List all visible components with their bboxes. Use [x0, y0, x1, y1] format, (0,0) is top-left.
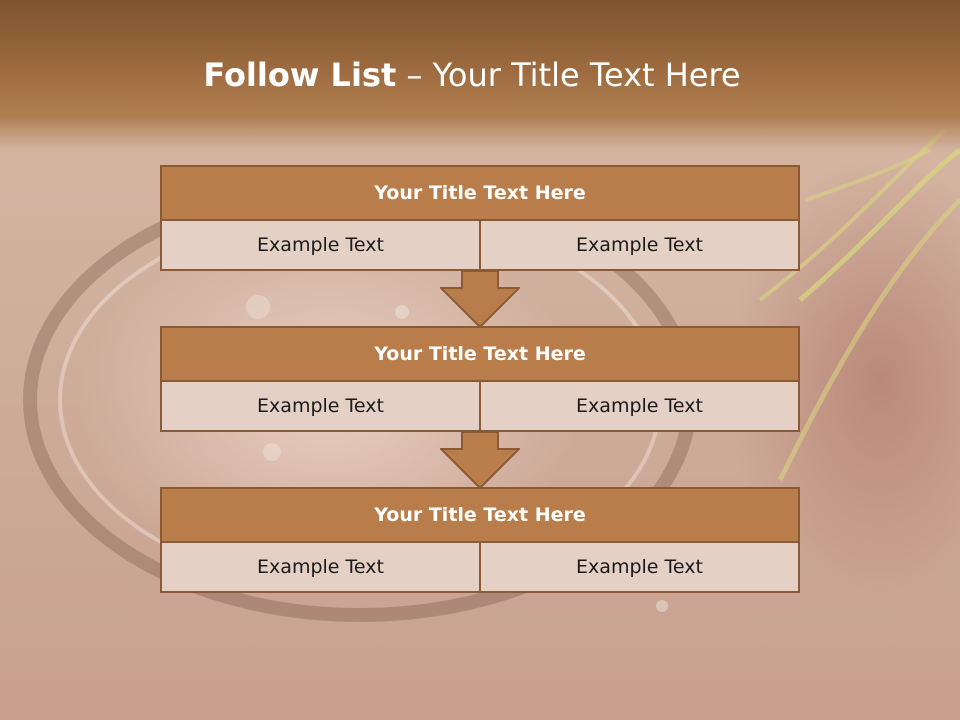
step-block-2: Your Title Text Here Example Text Exampl… [160, 326, 800, 432]
step-2-title: Your Title Text Here [160, 326, 800, 382]
step-3-row: Example Text Example Text [160, 543, 800, 593]
step-3-left-cell: Example Text [160, 543, 481, 593]
step-2-row: Example Text Example Text [160, 382, 800, 432]
step-1-left-cell: Example Text [160, 221, 481, 271]
step-block-1: Your Title Text Here Example Text Exampl… [160, 165, 800, 271]
header-band [0, 0, 960, 150]
title-bold-part: Follow List [203, 56, 397, 94]
title-rest-part: – Your Title Text Here [406, 56, 741, 94]
step-3-title: Your Title Text Here [160, 487, 800, 543]
step-1-title: Your Title Text Here [160, 165, 800, 221]
step-2-left-cell: Example Text [160, 382, 481, 432]
step-1-row: Example Text Example Text [160, 221, 800, 271]
step-3-right-cell: Example Text [481, 543, 800, 593]
down-arrow-icon [440, 270, 520, 328]
step-1-right-cell: Example Text [481, 221, 800, 271]
step-2-right-cell: Example Text [481, 382, 800, 432]
step-block-3: Your Title Text Here Example Text Exampl… [160, 487, 800, 593]
slide-title: Follow List – Your Title Text Here [0, 52, 944, 98]
down-arrow-icon [440, 431, 520, 489]
